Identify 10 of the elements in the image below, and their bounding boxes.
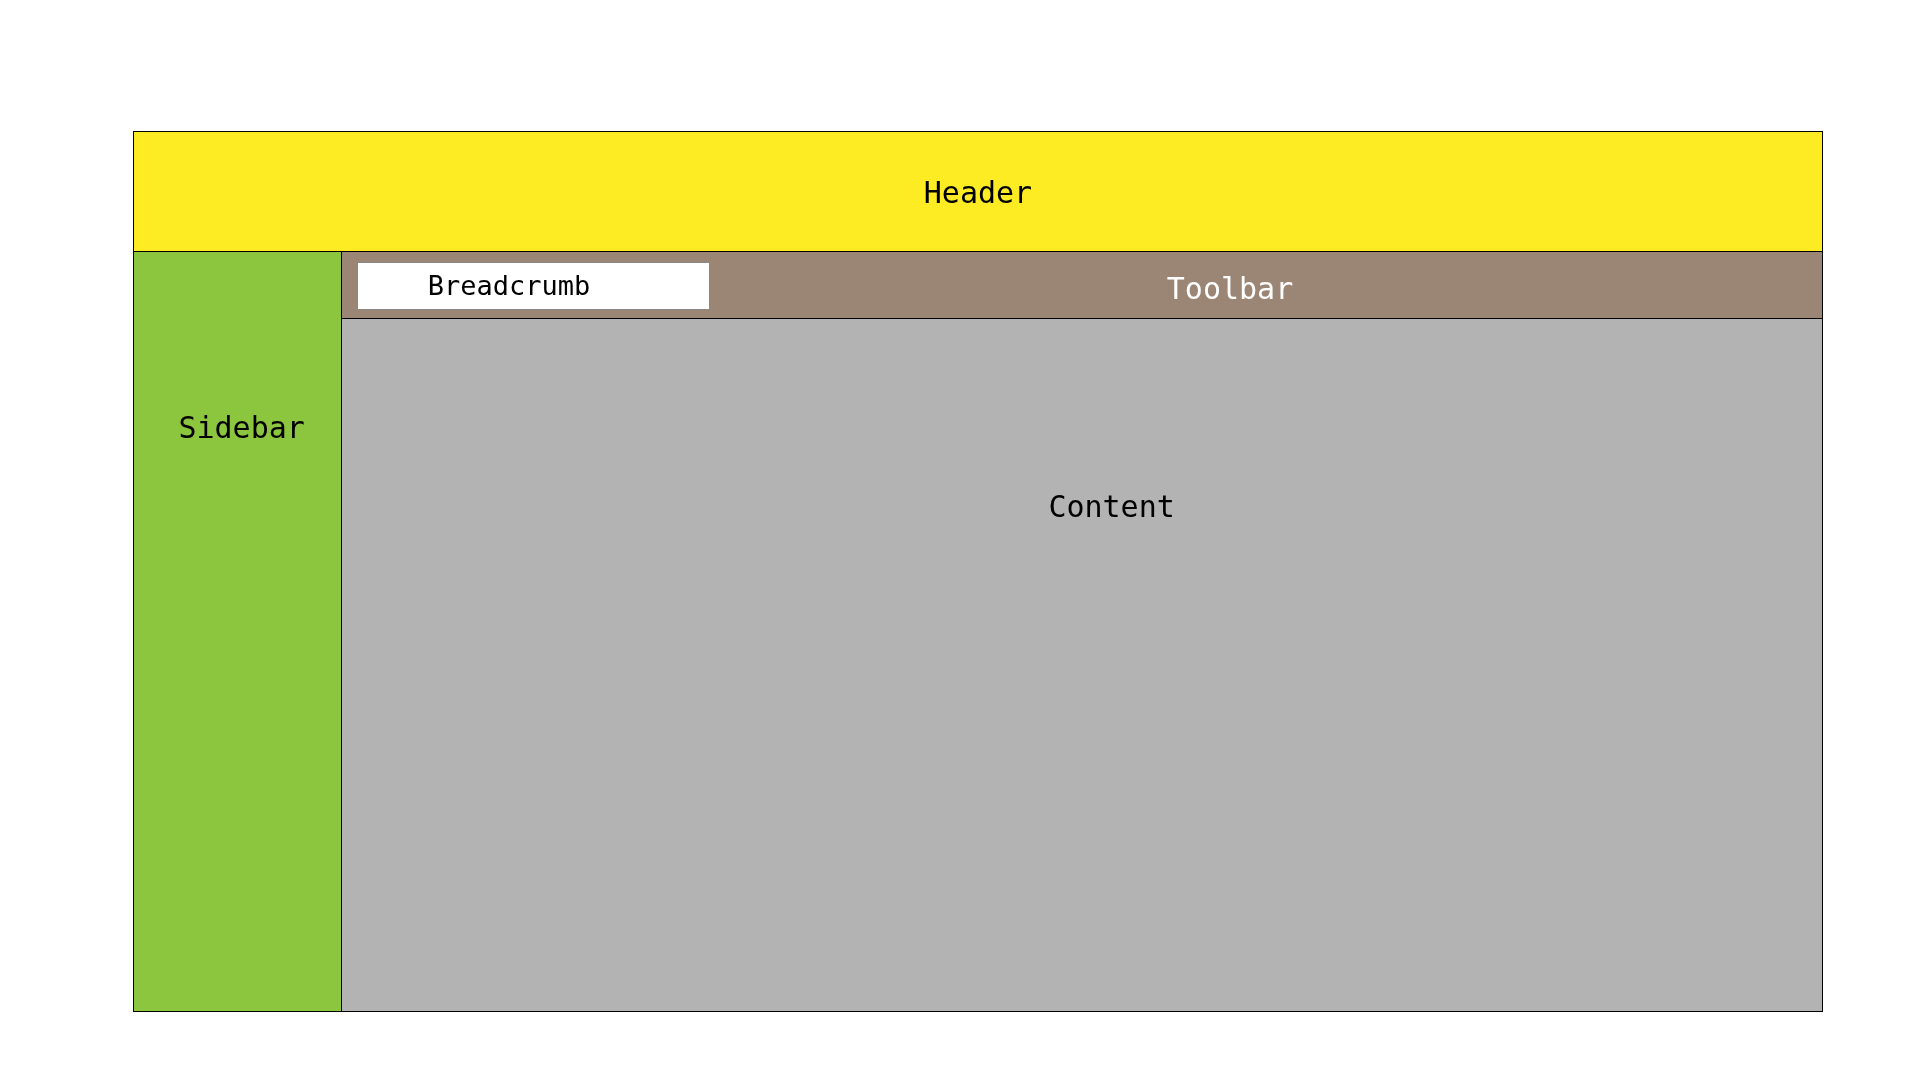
region-label: Content [1048, 488, 1175, 524]
content-area [341, 318, 1823, 1012]
sidebar-panel [133, 251, 342, 1012]
breadcrumb-box [357, 262, 710, 310]
region-label: Sidebar [178, 409, 305, 445]
region-label: Toolbar [1166, 270, 1294, 306]
toolbar-bar [341, 251, 1823, 319]
region-label: Header [923, 174, 1033, 209]
region-label: Breadcrumb [427, 269, 591, 301]
header-bar [133, 131, 1823, 252]
